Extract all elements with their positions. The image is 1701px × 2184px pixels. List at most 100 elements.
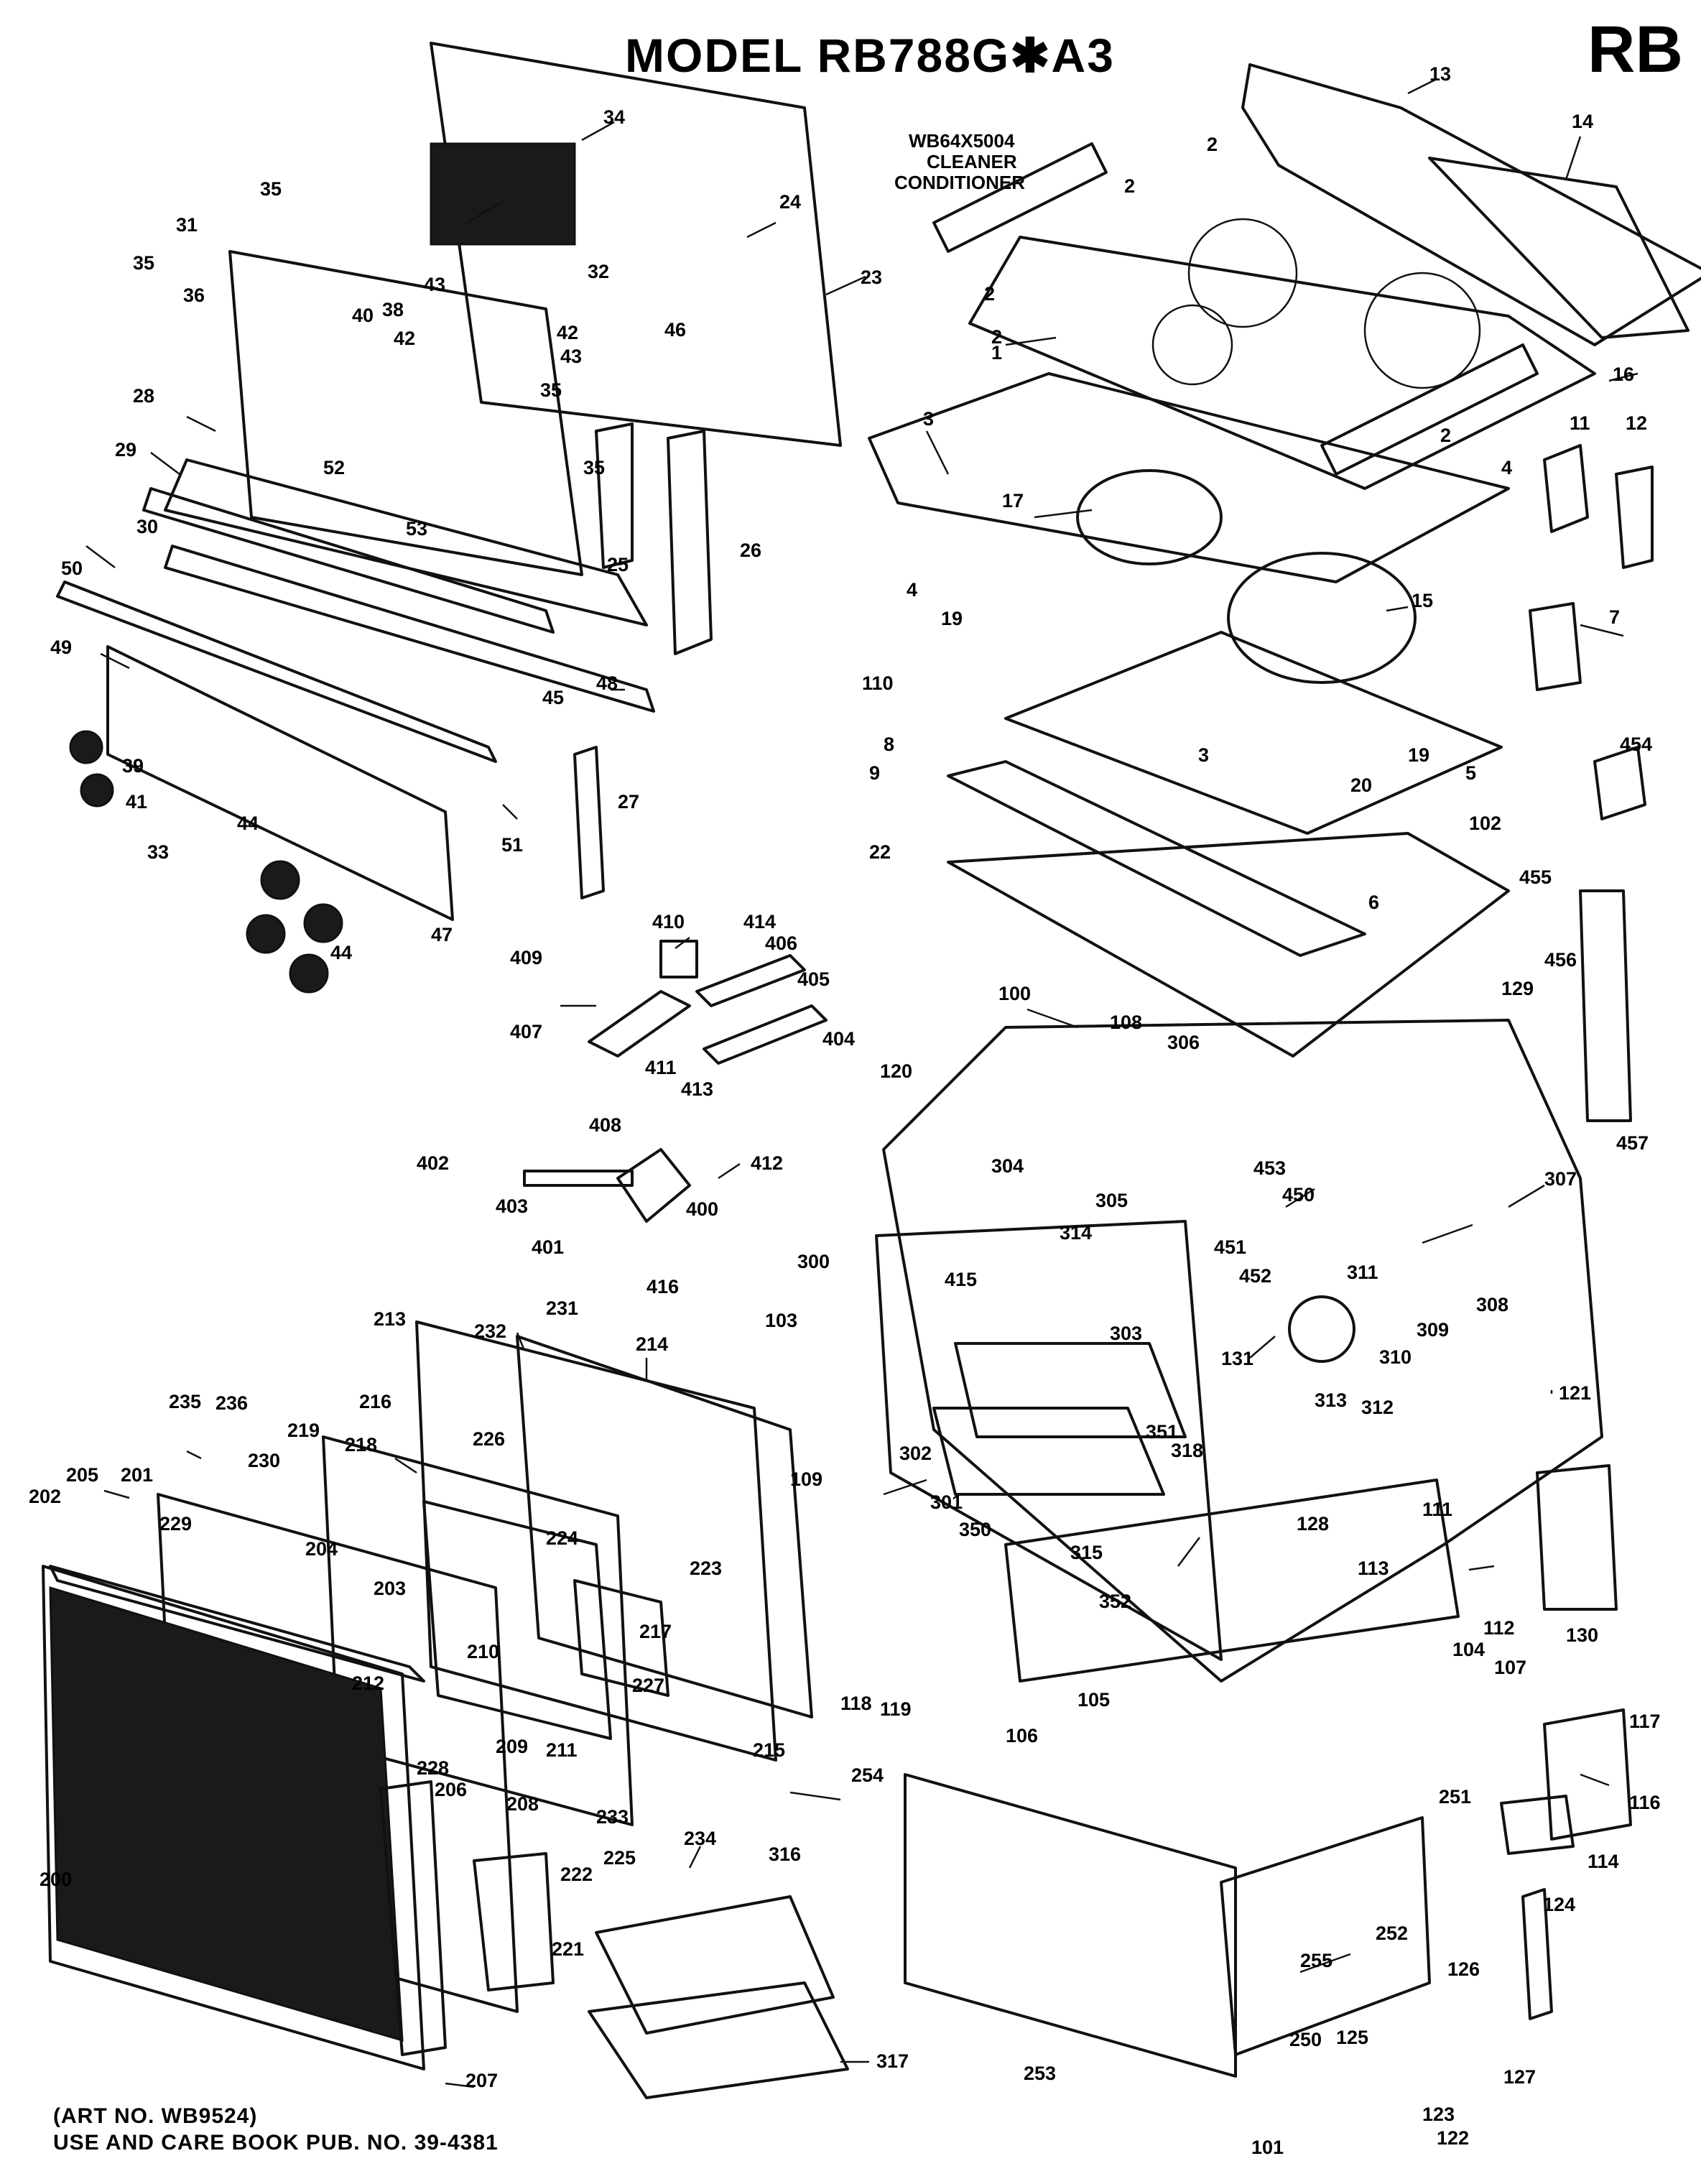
part-label: 227 [632,1675,664,1696]
part-label: 106 [1006,1725,1038,1746]
latch-plate-407 [588,990,691,1058]
part-label: 403 [496,1195,528,1217]
backguard-channel [947,760,1366,957]
part-label: 8 [884,734,894,755]
part-label: 415 [945,1269,977,1290]
part-label: 43 [560,346,582,367]
part-label: 101 [1251,2137,1284,2158]
control-panel-assembly [56,42,842,994]
backsplash-panel [430,42,842,447]
part-label: 105 [1077,1689,1110,1711]
part-label: 4 [1501,457,1512,478]
part-label: 352 [1099,1591,1131,1612]
part-label: 253 [1024,2063,1056,2084]
trim-strip-30 [164,545,655,713]
door-glass-217 [573,1579,669,1697]
part-label: 204 [305,1538,338,1560]
part-label: 2 [1124,175,1135,197]
part-label: 103 [765,1310,797,1331]
model-title: MODEL RB788G✱A3 [625,29,1115,82]
part-label: 203 [374,1578,406,1599]
part-label: 202 [29,1486,61,1507]
part-label: 351 [1146,1421,1178,1443]
range-body [875,746,1646,2078]
door-window-224 [422,1500,612,1740]
cabinet-frame [882,1019,1603,1683]
part-label: 219 [287,1420,320,1441]
part-label: 229 [159,1513,192,1535]
part-number-labels: 13 14 2 2 2 2 2 1 16 3 4 4 11 12 17 15 7… [29,63,1661,2158]
part-label: 2 [1440,425,1451,446]
part-label: 42 [394,328,415,349]
burner-box [1004,631,1503,835]
part-label: 110 [862,672,894,694]
part-label: 2 [984,283,995,305]
part-label: 252 [1376,1922,1408,1944]
part-label: 214 [636,1333,668,1355]
part-label: 42 [557,322,578,343]
oven-rack [954,1342,1187,1438]
oven-light-lens [1288,1295,1355,1363]
part-label: 43 [424,274,445,295]
part-label: 236 [215,1392,248,1414]
oven-door-assembly [42,1320,849,2099]
use-and-care-reference: USE AND CARE BOOK PUB. NO. 39-4381 [53,2131,499,2155]
part-label: 35 [133,252,154,274]
part-label: 312 [1361,1397,1394,1418]
glass-cooktop [968,236,1596,490]
part-label: 402 [417,1152,449,1174]
lock-switch-410 [659,940,698,978]
latch-arm-406 [695,954,806,1007]
door-inner-frame-214 [516,1335,813,1718]
part-label: 130 [1566,1624,1598,1646]
part-label: 1 [991,342,1002,364]
part-label: 223 [690,1558,722,1579]
part-label: 50 [61,557,83,579]
part-label: 131 [1221,1348,1253,1369]
part-label: 124 [1543,1894,1575,1915]
switch-arm-25 [595,422,634,569]
part-label: 410 [652,911,685,933]
part-label: 6 [1368,892,1379,913]
side-bracket-12 [1615,466,1654,569]
part-label: 413 [681,1078,713,1100]
part-label: 5 [1465,762,1476,784]
relay-bracket-456 [1579,889,1632,1122]
part-label: 408 [589,1114,621,1136]
part-label: 307 [1544,1168,1577,1190]
part-label: 218 [345,1434,377,1456]
part-label: 302 [899,1443,932,1464]
part-label: 113 [1358,1558,1389,1579]
part-label: 226 [473,1428,505,1450]
part-label: 310 [1379,1346,1412,1368]
part-label: 12 [1626,412,1647,434]
part-label: 27 [618,791,639,813]
part-label: 201 [121,1464,153,1486]
drawer-panel [904,1773,1237,2078]
part-label: 38 [382,299,404,320]
part-label: 108 [1110,1012,1142,1033]
part-label: 128 [1297,1513,1329,1535]
part-label: 127 [1503,2066,1536,2088]
terminal-cover-454 [1593,746,1646,820]
knob-44d [289,953,329,994]
part-label: 112 [1483,1617,1515,1639]
part-label: 207 [465,2070,498,2091]
part-label: 33 [147,841,169,863]
top-panel-102 [947,832,1510,1058]
part-label: 216 [359,1391,391,1412]
part-label: 22 [869,841,891,863]
part-label: 126 [1447,1958,1480,1980]
part-label: 48 [596,672,618,694]
part-label: 17 [1002,490,1024,512]
part-label: 405 [797,968,830,990]
part-label: 411 [645,1057,677,1078]
part-label: 454 [1620,734,1652,755]
part-label: 221 [552,1938,584,1960]
terminal-block-114 [1500,1795,1575,1855]
part-label: 36 [183,284,205,306]
trim-strip-29 [142,487,555,634]
part-label: 451 [1214,1236,1246,1258]
part-label: 250 [1289,2029,1322,2050]
bake-element-rail [1004,1479,1460,1683]
